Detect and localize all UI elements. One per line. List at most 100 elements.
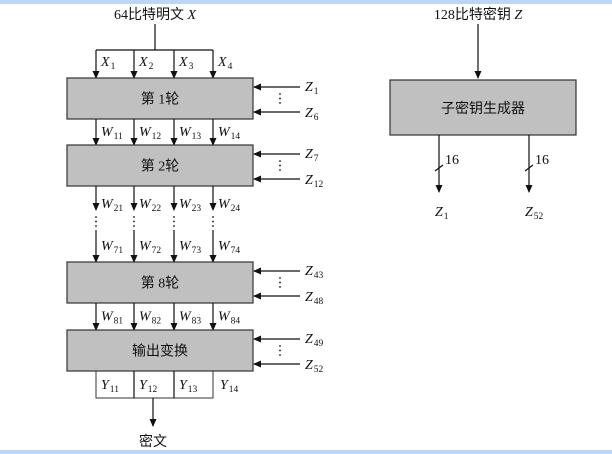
subscript: 21 — [114, 204, 124, 214]
output-label-y14: Y14 — [220, 378, 239, 395]
subscript: 24 — [231, 204, 241, 214]
variable: Z — [305, 106, 313, 121]
subscript: 12 — [314, 180, 324, 190]
variable: W — [218, 310, 231, 325]
input-label-w13: W13 — [179, 125, 201, 142]
label-w21: W21 — [101, 197, 123, 214]
variable: Z — [305, 80, 313, 95]
input-label-w81: W81 — [101, 310, 123, 327]
subkey-dots — [279, 286, 281, 288]
subscript: 12 — [148, 385, 158, 395]
input-label-w71: W71 — [101, 239, 123, 256]
subscript: 14 — [229, 385, 239, 395]
input-label-w82: W82 — [139, 310, 161, 327]
round-label: 第 1轮 — [141, 91, 180, 108]
variable: W — [179, 239, 192, 254]
input-label-w12: W12 — [139, 125, 161, 142]
output-label-y11: Y11 — [101, 378, 119, 395]
key-text: 128比特密钥 — [434, 6, 515, 23]
continuation-dots — [95, 216, 97, 218]
subkey-label-z12: Z12 — [305, 173, 324, 190]
variable: W — [179, 197, 192, 212]
subkey-dots — [279, 345, 281, 347]
variable: Z — [305, 264, 313, 279]
plaintext-text: 64比特明文 — [114, 7, 188, 23]
subscript: 52 — [534, 212, 544, 222]
input-label-w83: W83 — [179, 310, 201, 327]
variable: W — [218, 197, 231, 212]
subscript: 2 — [149, 62, 154, 72]
variable: Z — [305, 173, 313, 188]
variable: Z — [305, 147, 313, 162]
subkey-generator-label: 子密钥生成器 — [441, 100, 525, 117]
subscript: 11 — [110, 385, 119, 395]
ciphertext-label: 密文 — [139, 433, 167, 450]
round-box — [66, 144, 254, 187]
round-box — [66, 77, 254, 120]
output-cells — [95, 370, 214, 399]
subscript: 7 — [314, 154, 319, 164]
variable: X — [100, 55, 110, 70]
subkey-dots — [279, 93, 281, 95]
continuation-dots — [173, 220, 175, 223]
subkey-generator-box — [389, 79, 577, 136]
variable: W — [139, 197, 152, 212]
variable: W — [101, 125, 114, 140]
round-label: 输出变换 — [132, 343, 188, 360]
variable: W — [101, 239, 114, 254]
plaintext-variable: X — [186, 8, 196, 23]
variable: Y — [179, 378, 189, 393]
bus-width-label: 16 — [445, 153, 459, 168]
variable: X — [217, 55, 227, 70]
subscript: 49 — [314, 339, 324, 349]
subkey-dots — [279, 277, 281, 279]
bus-slash — [434, 164, 444, 172]
variable: Z — [305, 358, 313, 373]
input-label-x2: X2 — [138, 55, 154, 72]
subscript: 74 — [231, 246, 241, 256]
subkey-output-label-z52: Z52 — [525, 205, 544, 222]
subscript: 82 — [152, 317, 162, 327]
continuation-dots — [133, 216, 135, 218]
subscript: 12 — [152, 132, 162, 142]
subkey-label-z6: Z6 — [305, 106, 319, 123]
variable: Z — [305, 290, 313, 305]
continuation-dots — [133, 220, 135, 223]
subscript: 4 — [228, 62, 233, 72]
subkey-dots — [279, 97, 281, 100]
subkey-output-label-z1: Z1 — [435, 205, 449, 222]
input-label-w84: W84 — [218, 310, 240, 327]
label-w22: W22 — [139, 197, 161, 214]
variable: W — [101, 197, 114, 212]
input-label-x4: X4 — [217, 55, 233, 72]
input-label-x1: X1 — [100, 55, 116, 72]
plaintext-label: 64比特明文 X — [114, 7, 197, 23]
round-box — [66, 261, 254, 304]
subkey-label-z52: Z52 — [305, 358, 324, 375]
continuation-dots — [173, 216, 175, 218]
subscript: 3 — [189, 62, 194, 72]
label-w23: W23 — [179, 197, 201, 214]
subscript: 1 — [111, 62, 116, 72]
subscript: 71 — [114, 246, 124, 256]
continuation-dots — [212, 220, 214, 223]
subkey-label-z48: Z48 — [305, 290, 324, 307]
subkey-dots — [279, 281, 281, 284]
subscript: 6 — [314, 113, 319, 123]
variable: W — [139, 125, 152, 140]
variable: W — [218, 239, 231, 254]
key-variable: Z — [514, 8, 522, 23]
subkey-dots — [279, 160, 281, 162]
subkey-label-z43: Z43 — [305, 264, 324, 281]
subkey-dots — [279, 349, 281, 352]
subkey-dots — [279, 164, 281, 167]
subscript: 43 — [314, 271, 324, 281]
input-label-w73: W73 — [179, 239, 201, 256]
bus-width-label: 16 — [535, 153, 549, 168]
variable: Z — [525, 205, 533, 220]
label-w24: W24 — [218, 197, 240, 214]
subscript: 83 — [192, 317, 202, 327]
subkey-dots — [279, 102, 281, 104]
subscript: 1 — [314, 87, 319, 97]
